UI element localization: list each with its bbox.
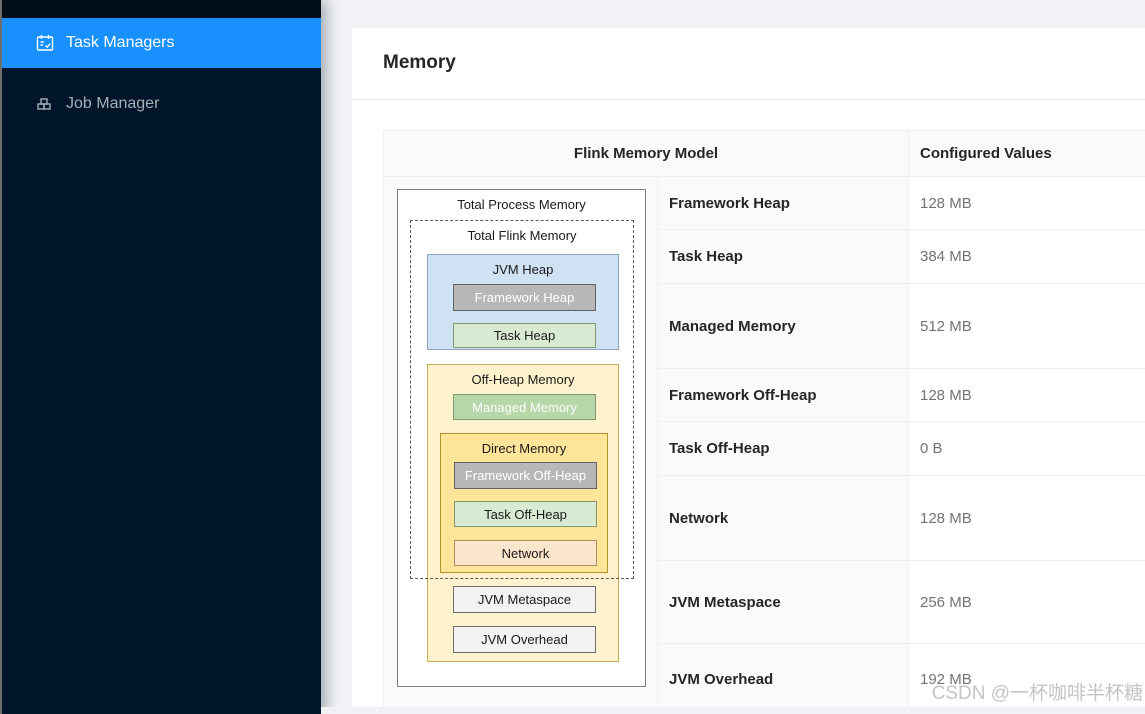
- memory-card: Memory Flink Memory Model Configured Val…: [352, 28, 1145, 714]
- metric-value: 256 MB: [908, 560, 1145, 644]
- table-row: Managed Memory 512 MB: [384, 283, 1145, 369]
- table-row: JVM Metaspace 256 MB: [384, 560, 1145, 644]
- framework-off-heap-box: Framework Off-Heap: [454, 462, 597, 489]
- sidebar-logo-area: [2, 0, 321, 18]
- metric-name: Framework Off-Heap: [657, 368, 909, 422]
- metric-value: 384 MB: [908, 229, 1145, 284]
- metric-name: JVM Metaspace: [657, 560, 909, 644]
- metric-value: 0 B: [908, 421, 1145, 476]
- sidebar-item-task-managers[interactable]: Task Managers: [2, 18, 321, 68]
- metric-value: 128 MB: [908, 475, 1145, 561]
- table-row: JVM Overhead 192 MB: [384, 643, 1145, 714]
- metric-value: 192 MB: [908, 643, 1145, 714]
- metric-name: Framework Heap: [657, 176, 909, 230]
- table-row: Total Process Memory JVM Heap Framework …: [383, 176, 1145, 714]
- metric-name: JVM Overhead: [657, 643, 909, 714]
- jvm-heap-label: JVM Heap: [492, 262, 554, 277]
- memory-model-diagram: Total Process Memory JVM Heap Framework …: [384, 177, 658, 714]
- direct-memory-label: Direct Memory: [481, 441, 567, 456]
- card-header: Memory: [352, 28, 1145, 100]
- bottom-strip: [321, 707, 1145, 714]
- metric-name: Managed Memory: [657, 283, 909, 369]
- total-process-memory-label: Total Process Memory: [457, 197, 586, 212]
- framework-heap-box: Framework Heap: [453, 284, 596, 311]
- table-header-row: Flink Memory Model Configured Values: [383, 130, 1145, 177]
- metric-value: 128 MB: [908, 368, 1145, 422]
- card-divider: [352, 99, 1145, 100]
- direct-memory-box: Direct Memory Framework Off-Heap Task Of…: [440, 433, 608, 573]
- column-header-configured-values: Configured Values: [908, 130, 1145, 177]
- total-flink-memory-label: Total Flink Memory: [467, 228, 577, 243]
- calendar-check-icon: [36, 34, 54, 52]
- metric-name: Task Heap: [657, 229, 909, 284]
- total-process-memory-box: Total Process Memory JVM Heap Framework …: [397, 189, 646, 687]
- sidebar: Task Managers Job Manager: [0, 0, 321, 714]
- metric-value: 128 MB: [908, 176, 1145, 230]
- table-row: Framework Off-Heap 128 MB: [384, 368, 1145, 422]
- column-header-flink-memory-model: Flink Memory Model: [383, 130, 909, 177]
- jvm-overhead-box: JVM Overhead: [453, 626, 596, 653]
- off-heap-memory-box: Off-Heap Memory Managed Memory Direct Me…: [427, 364, 619, 662]
- metric-value: 512 MB: [908, 283, 1145, 369]
- sidebar-item-label: Job Manager: [66, 95, 160, 112]
- watermark: CSDN @一杯咖啡半杯糖: [931, 683, 1143, 704]
- blocks-icon: [36, 95, 54, 113]
- sidebar-item-job-manager[interactable]: Job Manager: [2, 79, 321, 129]
- page-title: Memory: [383, 52, 456, 73]
- task-off-heap-box: Task Off-Heap: [454, 501, 597, 527]
- task-heap-box: Task Heap: [453, 323, 596, 348]
- managed-memory-box: Managed Memory: [453, 394, 596, 420]
- memory-model-diagram-cell: Total Process Memory JVM Heap Framework …: [383, 176, 658, 714]
- network-box: Network: [454, 540, 597, 566]
- table-row: Task Off-Heap 0 B: [384, 421, 1145, 476]
- off-heap-memory-label: Off-Heap Memory: [471, 372, 575, 387]
- metric-name: Network: [657, 475, 909, 561]
- memory-table-wrap: Flink Memory Model Configured Values Tot…: [383, 130, 1145, 714]
- memory-table: Flink Memory Model Configured Values Tot…: [383, 130, 1145, 714]
- sidebar-item-label: Task Managers: [66, 34, 175, 51]
- main-content: Memory Flink Memory Model Configured Val…: [321, 0, 1145, 714]
- table-row: Network 128 MB: [384, 475, 1145, 561]
- jvm-heap-box: JVM Heap Framework Heap Task Heap: [427, 254, 619, 350]
- table-row: Task Heap 384 MB: [384, 229, 1145, 284]
- jvm-metaspace-box: JVM Metaspace: [453, 586, 596, 613]
- metric-name: Task Off-Heap: [657, 421, 909, 476]
